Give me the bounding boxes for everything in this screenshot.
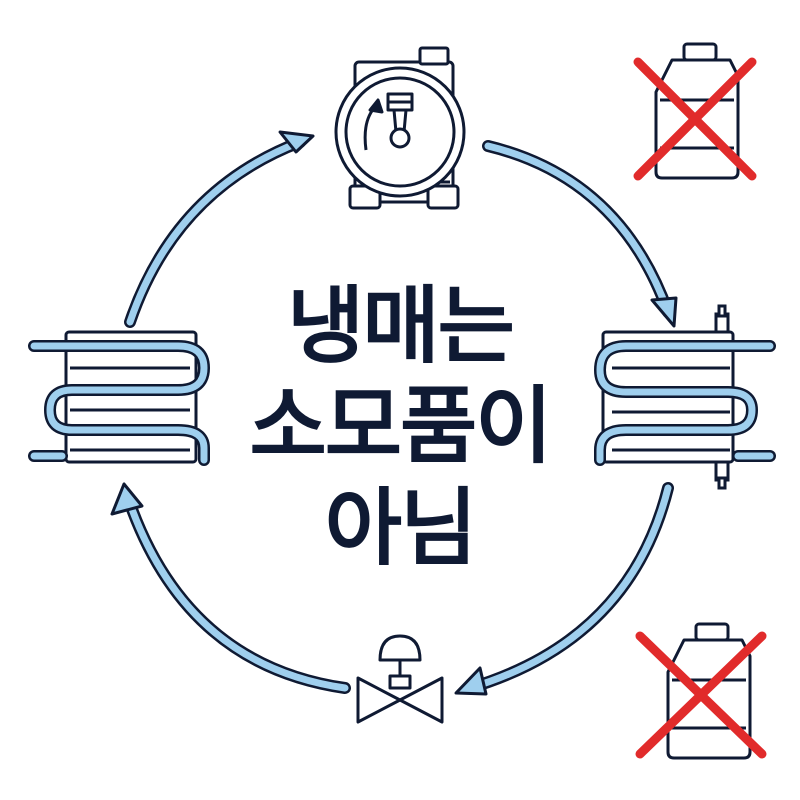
cycle-arrow-bottom-right: [454, 482, 674, 696]
crossed-refrigerant-jug-icon-top: [633, 42, 757, 181]
title-line-3: 아님: [324, 479, 478, 577]
title-line-1: 냉매는: [287, 277, 515, 375]
condenser-coil-icon: [594, 304, 776, 490]
expansion-valve-icon: [356, 634, 444, 724]
cycle-arrow-bottom-left: [110, 482, 351, 694]
cycle-arrow-top-left: [124, 130, 315, 328]
crossed-refrigerant-jug-icon-bottom: [635, 622, 767, 760]
evaporator-coil-icon: [28, 330, 210, 466]
title-line-2: 소모품이: [249, 377, 552, 475]
cycle-arrow-top-right: [482, 140, 678, 328]
compressor-icon: [334, 46, 466, 210]
